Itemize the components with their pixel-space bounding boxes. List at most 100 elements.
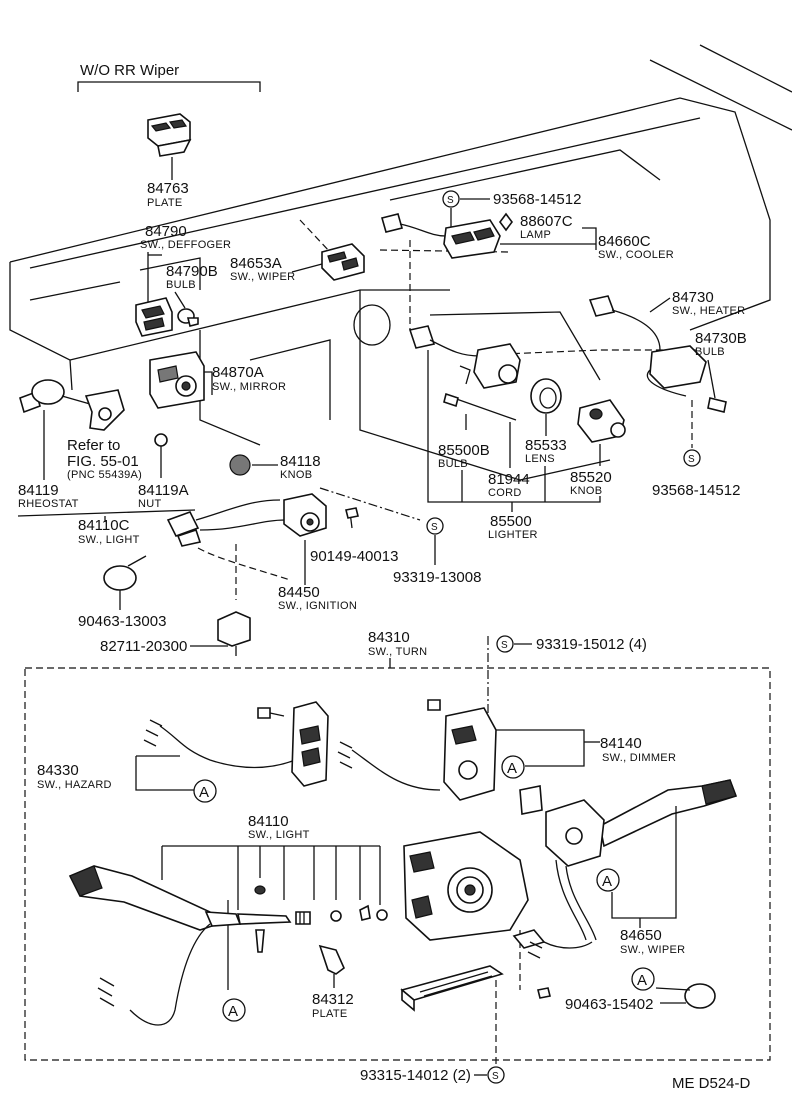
- s-marker-icon: [426, 517, 444, 535]
- part-84790-defogger-switch: 84790 SW., DEFFOGER 84790B BULB: [135, 223, 231, 337]
- label-84730b-number: 84730B: [695, 330, 747, 347]
- label-90463-15402-number: 90463-15402: [565, 996, 653, 1013]
- a-marker-text: A: [602, 873, 612, 890]
- s-marker-text: S: [492, 1071, 499, 1082]
- s-marker-icon: [442, 190, 460, 208]
- label-84110-name: SW., LIGHT: [248, 829, 310, 841]
- a-marker-icon: [501, 755, 525, 779]
- part-84763-plate: 84763 PLATE: [147, 113, 192, 209]
- s-marker-icon: [683, 449, 701, 467]
- label-84118-name: KNOB: [280, 469, 312, 481]
- label-82711-number: 82711-20300: [100, 638, 187, 655]
- label-84653a-number: 84653A: [230, 255, 282, 272]
- label-84330-name: SW., HAZARD: [37, 779, 112, 791]
- label-93315-number: 93315-14012 (2): [360, 1067, 471, 1084]
- label-93319-15012-number: 93319-15012 (4): [536, 636, 647, 653]
- label-84763-number: 84763: [147, 180, 189, 197]
- label-84660c-number: 84660C: [598, 233, 651, 250]
- part-90463-13003-clamp: 90463-13003: [78, 555, 166, 630]
- label-81944-number: 81944: [488, 471, 530, 488]
- part-84119-rheostat: Refer to FIG. 55-01 (PNC 55439A) 84119 R…: [17, 379, 196, 546]
- a-marker-icon: [596, 868, 620, 892]
- label-84450-number: 84450: [278, 584, 320, 601]
- label-84790-name: SW., DEFFOGER: [140, 239, 231, 251]
- label-84330-number: 84330: [37, 762, 79, 779]
- part-84730-heater-switch: 84730 SW., HEATER 84730B BULB S 93568-14…: [588, 289, 747, 499]
- label-84119a-number: 84119A: [138, 482, 189, 499]
- a-marker-text: A: [507, 760, 517, 777]
- label-85500-number: 85500: [490, 513, 532, 530]
- part-84870a-mirror-switch: 84870A SW., MIRROR: [149, 351, 286, 409]
- label-84790b-name: BULB: [166, 279, 196, 291]
- label-84790b-number: 84790B: [166, 263, 218, 280]
- label-88607c-number: 88607C: [520, 213, 573, 230]
- part-85500-lighter: 85500B BULB 85533 LENS 81944 CORD 85520 …: [408, 325, 626, 541]
- label-85533-number: 85533: [525, 437, 567, 454]
- part-84110-light-switch: 84110 SW., LIGHT 84312 PLATE A: [68, 813, 388, 1026]
- label-84790-number: 84790: [145, 223, 187, 240]
- label-84870a-name: SW., MIRROR: [212, 381, 286, 393]
- diagram-code: ME D524-D: [672, 1075, 751, 1092]
- part-90463-15402-clamp: A 90463-15402: [565, 967, 716, 1013]
- label-84450-name: SW., IGNITION: [278, 600, 357, 612]
- dashboard-outline: [9, 44, 792, 481]
- label-84119a-name: NUT: [138, 498, 162, 510]
- label-84119-number: 84119: [18, 482, 59, 499]
- part-84450-ignition-switch: 90149-40013 84450 SW., IGNITION S 93319-…: [166, 487, 481, 612]
- label-93319-13008-number: 93319-13008: [393, 569, 481, 586]
- label-93568-top-number: 93568-14512: [493, 191, 581, 208]
- label-84763-name: PLATE: [147, 197, 183, 209]
- label-84310-number: 84310: [368, 629, 410, 646]
- label-90463-13003-number: 90463-13003: [78, 613, 166, 630]
- label-84140-name: SW., DIMMER: [602, 752, 676, 764]
- part-84330-hazard-switch: 84330 SW., HAZARD A: [37, 701, 329, 803]
- turn-switch-assembly-group: 84310 SW., TURN S 93319-15012 (4): [24, 629, 771, 1061]
- label-refer-line3: (PNC 55439A): [67, 469, 142, 481]
- label-84119-name: RHEOSTAT: [18, 498, 79, 510]
- label-84312-name: PLATE: [312, 1008, 348, 1020]
- label-85520-name: KNOB: [570, 485, 602, 497]
- s-marker-text: S: [688, 454, 695, 465]
- a-marker-icon: [222, 998, 246, 1022]
- label-84312-number: 84312: [312, 991, 354, 1008]
- s-marker-text: S: [447, 195, 454, 206]
- label-84140-number: 84140: [600, 735, 642, 752]
- variant-title: W/O RR Wiper: [80, 62, 179, 79]
- part-turn-switch-body: [403, 831, 529, 990]
- a-marker-icon: [631, 967, 655, 991]
- label-85520-number: 85520: [570, 469, 612, 486]
- label-84110c-name: SW., LIGHT: [78, 534, 140, 546]
- part-82711-bracket: 82711-20300: [100, 611, 251, 656]
- s-marker-icon: [496, 635, 514, 653]
- label-84730-name: SW., HEATER: [672, 305, 745, 317]
- label-85500b-number: 85500B: [438, 442, 490, 459]
- a-marker-text: A: [199, 784, 209, 801]
- s-marker-text: S: [501, 640, 508, 651]
- s-marker-icon: [487, 1066, 505, 1084]
- label-84110c-number: 84110C: [78, 517, 130, 534]
- label-84310-name: SW., TURN: [368, 646, 427, 658]
- label-84653a-name: SW., WIPER: [230, 271, 295, 283]
- label-84870a-number: 84870A: [212, 364, 264, 381]
- label-84650-number: 84650: [620, 927, 662, 944]
- label-85500-name: LIGHTER: [488, 529, 538, 541]
- part-84118-knob: 84118 KNOB: [229, 453, 321, 481]
- part-84660c-cooler-switch: 88607C LAMP 84660C SW., COOLER: [381, 212, 674, 261]
- s-marker-text: S: [431, 522, 438, 533]
- label-84660c-name: SW., COOLER: [598, 249, 674, 261]
- label-90149-number: 90149-40013: [310, 548, 398, 565]
- label-84730-number: 84730: [672, 289, 714, 306]
- label-88607c-name: LAMP: [520, 229, 551, 241]
- label-refer-line1: Refer to: [67, 437, 120, 454]
- part-84653a-wiper-switch: 84653A SW., WIPER: [230, 219, 365, 283]
- part-84140-dimmer-switch: A 84140 SW., DIMMER: [337, 699, 676, 801]
- variant-header: W/O RR Wiper: [77, 62, 261, 92]
- a-marker-text: A: [228, 1003, 238, 1020]
- label-84118-number: 84118: [280, 453, 321, 470]
- part-84650-wiper-switch: A 84650 SW., WIPER: [512, 779, 738, 999]
- label-refer-line2: FIG. 55-01: [67, 453, 139, 470]
- label-85500b-name: BULB: [438, 458, 468, 470]
- label-93568-right-number: 93568-14512: [652, 482, 740, 499]
- label-81944-name: CORD: [488, 487, 522, 499]
- part-93315-connector: S 93315-14012 (2): [360, 965, 505, 1084]
